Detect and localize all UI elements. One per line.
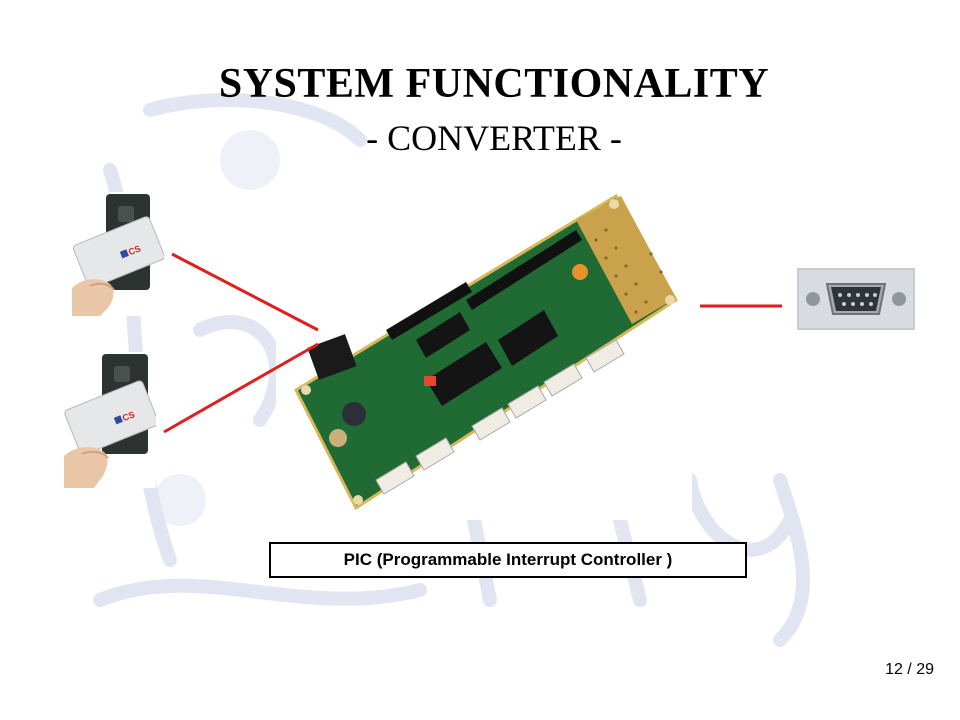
caption-text: PIC (Programmable Interrupt Controller ) (343, 550, 673, 569)
db9-serial-port-image (797, 268, 915, 330)
card-logo-text: CS (127, 243, 142, 257)
card-logo-text: CS (121, 409, 136, 423)
page-number: 12 / 29 (885, 661, 934, 678)
caption-box: PIC (Programmable Interrupt Controller ) (269, 542, 747, 578)
slide-title: SYSTEM FUNCTIONALITY (218, 61, 770, 107)
pic-circuit-board-image (276, 190, 692, 520)
slide-subtitle: - CONVERTER - (366, 118, 622, 158)
rfid-reader-image-bottom: CS (64, 352, 156, 488)
rfid-reader-image-top: CS (72, 192, 164, 316)
